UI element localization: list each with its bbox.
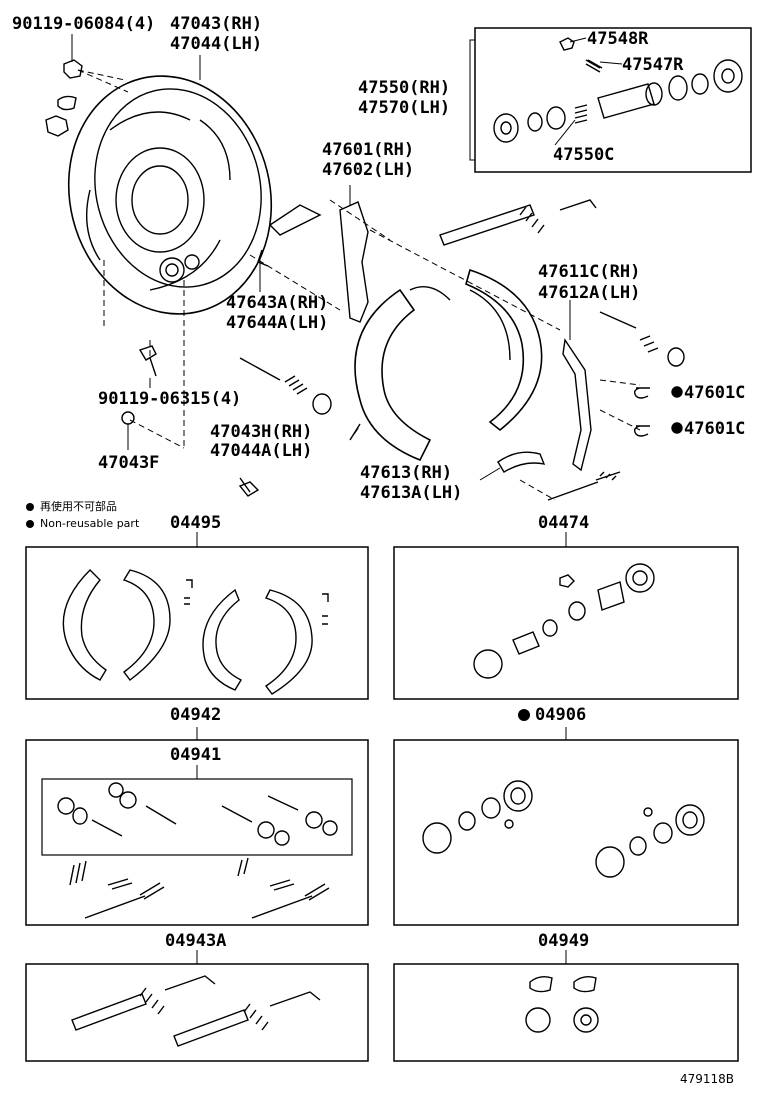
mid-left-bolts bbox=[121, 345, 260, 497]
kit-label-04906: 04906 bbox=[535, 705, 587, 725]
explode-lines bbox=[77, 69, 641, 501]
label-cyl-rh: 47550(RH) bbox=[358, 78, 451, 98]
wheel-cylinder-detail-box bbox=[474, 27, 752, 173]
label-bolt-top: 90119-06084(4) bbox=[12, 14, 156, 34]
label-hole-lh: 47044A(LH) bbox=[210, 441, 313, 461]
label-clip2: 47601C bbox=[684, 419, 746, 439]
top-left-parts bbox=[45, 59, 83, 137]
non-reusable-bullet-note bbox=[26, 520, 34, 528]
label-link-rh: 47643A(RH) bbox=[226, 293, 329, 313]
wheel-cylinder-parts bbox=[493, 37, 743, 143]
kit-04943a-parts bbox=[71, 975, 321, 1047]
note-non-reusable-en: Non-reusable part bbox=[40, 517, 140, 530]
note-non-reusable-cn: 再使用不可部品 bbox=[40, 500, 117, 513]
kit-box-04906 bbox=[393, 739, 739, 926]
kit-04949-parts bbox=[525, 975, 599, 1033]
label-bleeder: 47548R bbox=[587, 29, 649, 49]
label-cyl-lh: 47570(LH) bbox=[358, 98, 451, 118]
kit-04941-parts bbox=[57, 782, 338, 846]
label-adj-rh: 47613(RH) bbox=[360, 463, 453, 483]
label-lever-lh: 47602(LH) bbox=[322, 160, 415, 180]
label-plug: 47043F bbox=[98, 453, 160, 473]
kit-04495-shoes bbox=[62, 569, 329, 695]
label-link-lh: 47644A(LH) bbox=[226, 313, 329, 333]
label-hole-rh: 47043H(RH) bbox=[210, 422, 313, 442]
non-reusable-bullet-04906 bbox=[518, 709, 530, 721]
kit-label-04495: 04495 bbox=[170, 513, 222, 533]
adjuster bbox=[439, 199, 621, 501]
kit-04474-parts bbox=[473, 563, 655, 679]
diagram-id: 479118B bbox=[680, 1072, 735, 1086]
right-pins bbox=[349, 311, 685, 441]
kit-04906-parts bbox=[422, 780, 705, 878]
kit-box-04474 bbox=[393, 546, 739, 700]
kit-label-04943A: 04943A bbox=[165, 931, 227, 951]
kit-label-04942: 04942 bbox=[170, 705, 222, 725]
kit-label-04949: 04949 bbox=[538, 931, 590, 951]
label-cap: 47547R bbox=[622, 55, 684, 75]
label-adj-lh: 47613A(LH) bbox=[360, 483, 463, 503]
label-plate-lh: 47044(LH) bbox=[170, 34, 263, 54]
center-springs bbox=[239, 201, 369, 415]
leader-lines bbox=[71, 34, 623, 481]
kit-label-04474: 04474 bbox=[538, 513, 590, 533]
label-bolt-mid: 90119-06315(4) bbox=[98, 389, 242, 409]
label-clip1: 47601C bbox=[684, 383, 746, 403]
kit-box-04941 bbox=[41, 778, 353, 856]
kit-04942-springs bbox=[69, 857, 330, 919]
label-shoe-lh: 47612A(LH) bbox=[538, 283, 641, 303]
label-lever-rh: 47601(RH) bbox=[322, 140, 415, 160]
cyl-bracket bbox=[469, 39, 475, 161]
label-cyl-kit: 47550C bbox=[553, 145, 615, 165]
kit-label-04941: 04941 bbox=[170, 745, 222, 765]
kit-box-04495 bbox=[25, 546, 369, 700]
label-shoe-rh: 47611C(RH) bbox=[538, 262, 641, 282]
label-plate-rh: 47043(RH) bbox=[170, 14, 263, 34]
kit-box-04949 bbox=[393, 963, 739, 1062]
brake-shoes bbox=[354, 268, 592, 472]
non-reusable-bullet-47601c-1 bbox=[26, 503, 34, 511]
backing-plate bbox=[67, 75, 273, 315]
